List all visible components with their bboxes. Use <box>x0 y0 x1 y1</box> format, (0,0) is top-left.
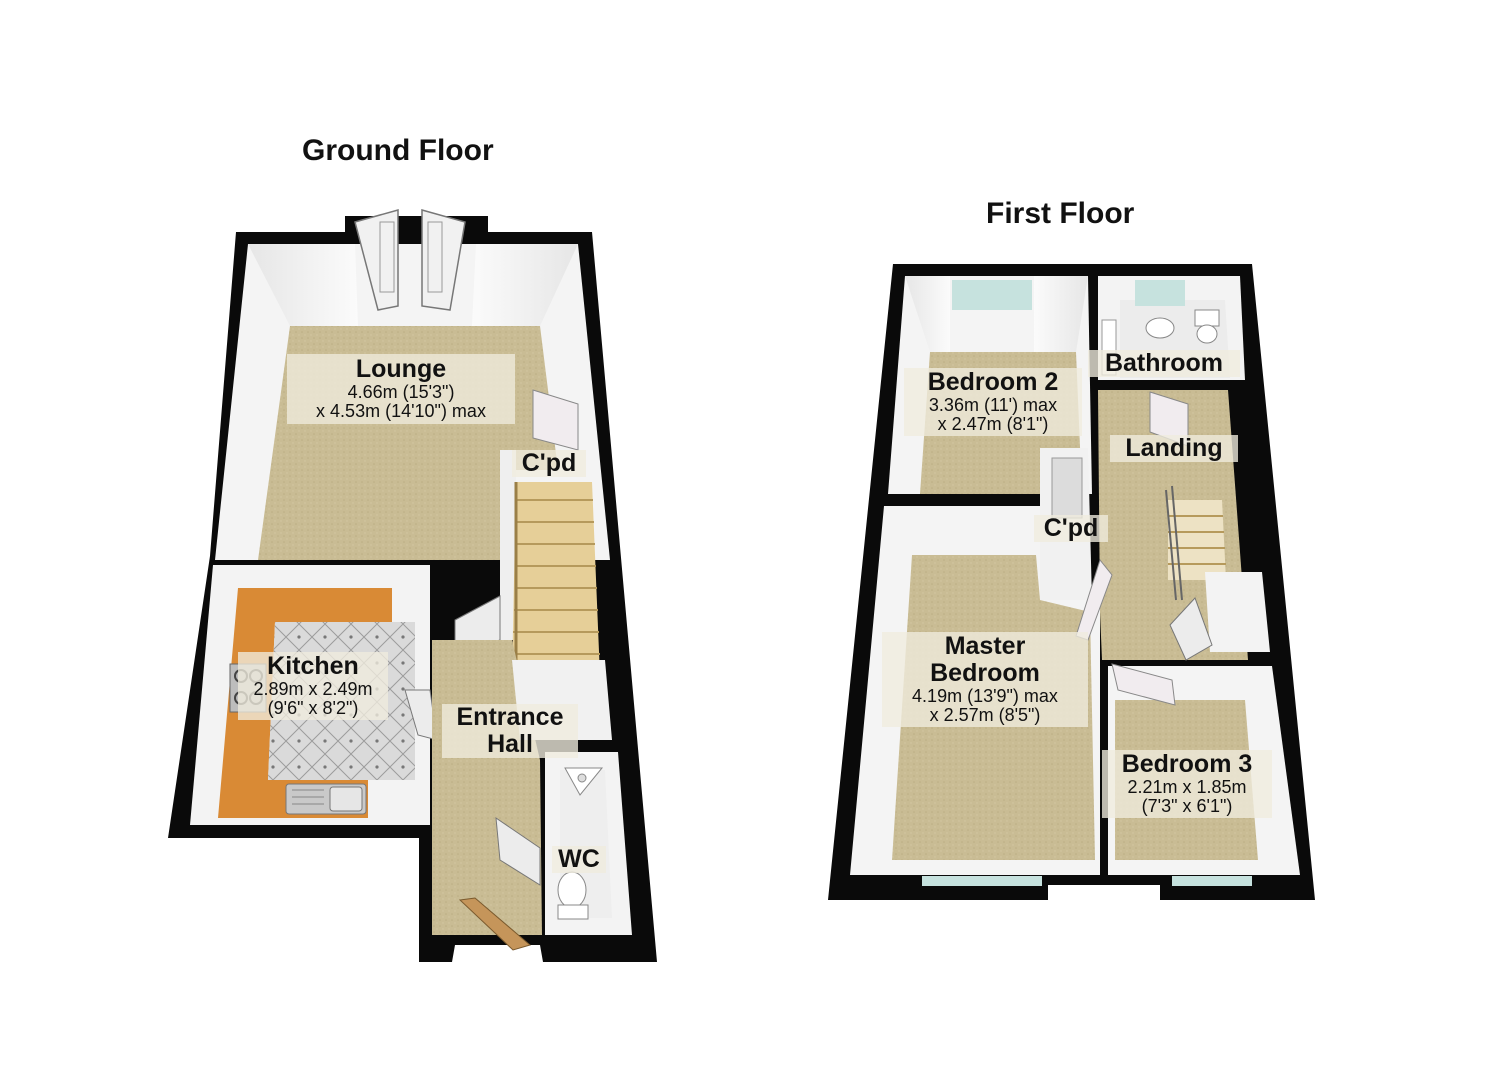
toilet-icon <box>557 871 589 920</box>
bedroom-3-door <box>1111 663 1176 706</box>
bathroom-name: Bathroom <box>1104 349 1224 377</box>
bedroom-2-label: Bedroom 2 3.36m (11') max x 2.47m (8'1") <box>904 368 1082 436</box>
cupboard-first-label: C'pd <box>1034 515 1108 542</box>
lounge-dim-2: x 4.53m (14'10") max <box>316 401 486 422</box>
master-bedroom-label: Master Bedroom 4.19m (13'9") max x 2.57m… <box>882 632 1088 727</box>
staircase-first <box>1165 485 1226 601</box>
wc-label: WC <box>552 846 606 873</box>
landing-label: Landing <box>1110 435 1238 462</box>
cupboard-first-name: C'pd <box>1043 514 1099 542</box>
bedroom-2-bay-right <box>1034 276 1088 352</box>
ground-floor-title: Ground Floor <box>302 134 494 167</box>
bedroom-3-window <box>1172 876 1252 886</box>
master-bedroom-dim-2: x 2.57m (8'5") <box>929 705 1041 726</box>
master-bedroom-name: Master Bedroom <box>930 632 1040 687</box>
kitchen-label: Kitchen 2.89m x 2.49m (9'6" x 8'2") <box>238 652 388 720</box>
kitchen-name: Kitchen <box>267 652 359 680</box>
airing-cupboard-door <box>1169 597 1213 661</box>
bathroom-label: Bathroom <box>1088 350 1240 377</box>
bedroom-2-window <box>952 280 1032 310</box>
bedroom-3-dim-2: (7'3" x 6'1") <box>1141 796 1233 817</box>
master-bedroom-dim-1: 4.19m (13'9") max <box>912 686 1058 706</box>
lounge-name: Lounge <box>355 355 447 383</box>
entrance-hall-name: Entrance Hall <box>456 703 564 758</box>
landing-cupboard-inner <box>1051 457 1083 519</box>
bedroom-3-name: Bedroom 3 <box>1121 750 1253 778</box>
bedroom-2-name: Bedroom 2 <box>927 368 1059 396</box>
bathroom-toilet-icon <box>1194 309 1220 344</box>
lounge-bay-left <box>248 244 358 326</box>
bedroom-3-dim-1: 2.21m x 1.85m <box>1127 777 1247 797</box>
bathroom-window <box>1135 280 1185 306</box>
wc-basin-icon <box>564 767 604 796</box>
staircase-ground <box>512 482 600 676</box>
french-doors <box>354 209 466 311</box>
bedroom-2-dim-1: 3.36m (11') max <box>928 395 1058 415</box>
wc-name: WC <box>558 845 600 873</box>
bedroom-2-bay-left <box>905 276 950 352</box>
airing-cupboard <box>1205 572 1270 652</box>
hall-door <box>495 816 541 886</box>
landing-name: Landing <box>1125 434 1223 462</box>
basin-icon <box>1145 317 1175 339</box>
kitchen-dim-2: (9'6" x 8'2") <box>267 698 359 719</box>
kitchen-worktop <box>218 588 392 818</box>
cupboard-ground-label: C'pd <box>512 450 586 477</box>
lounge-label: Lounge 4.66m (15'3") x 4.53m (14'10") ma… <box>287 354 515 424</box>
bedroom-3-label: Bedroom 3 2.21m x 1.85m (7'3" x 6'1") <box>1102 750 1272 818</box>
entrance-hall-label: Entrance Hall <box>442 704 578 758</box>
lounge-dim-1: 4.66m (15'3") <box>347 382 455 402</box>
master-bedroom-window <box>922 876 1042 886</box>
lounge-bay-right <box>472 244 578 326</box>
bedroom-2-dim-2: x 2.47m (8'1") <box>937 414 1049 435</box>
front-door <box>458 897 532 951</box>
kitchen-dim-1: 2.89m x 2.49m <box>253 679 373 699</box>
first-floor-title: First Floor <box>986 197 1135 230</box>
stair-wall-face <box>500 450 516 640</box>
ground-floor-plan <box>168 209 657 962</box>
kitchen-sink-icon <box>285 783 367 815</box>
cupboard-ground-name: C'pd <box>521 449 577 477</box>
